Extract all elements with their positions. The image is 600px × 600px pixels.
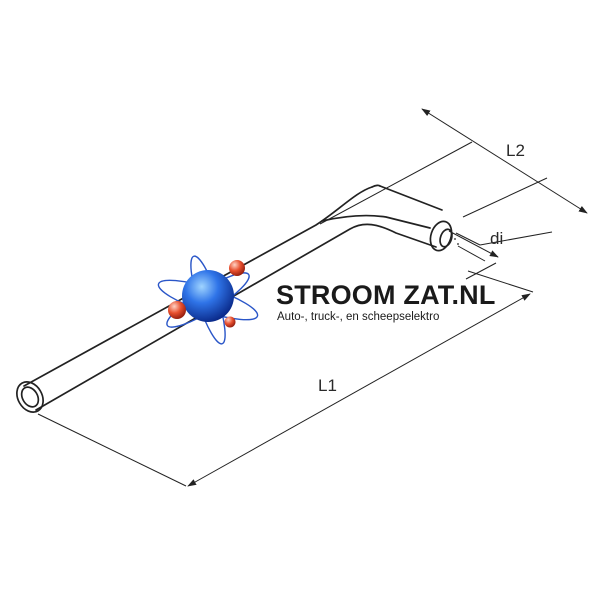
l2-dimension-line <box>421 108 588 214</box>
tube-bend-crest <box>371 184 381 188</box>
di-dimension-line <box>448 230 499 258</box>
atom-globe-logo-icon <box>157 255 259 345</box>
tube-end-near <box>16 381 44 413</box>
tube-outer-edge-top <box>23 186 373 387</box>
dimension-lines <box>37 108 588 487</box>
far-end-center-marks <box>451 233 459 245</box>
watermark-brand: STROOM ZAT.NL <box>276 280 496 310</box>
l1-dimension-line <box>187 293 531 487</box>
watermark-logo: STROOM ZAT.NL Auto-, truck-, en scheepse… <box>157 255 496 345</box>
watermark-tagline: Auto-, truck-, en scheepselektro <box>277 311 439 323</box>
label-l2: L2 <box>506 141 525 160</box>
tube-outer-edge-bottom <box>35 223 437 411</box>
tube-end-far <box>429 220 453 252</box>
tube-short-leg-top-edge <box>379 185 443 211</box>
label-di: di <box>490 229 503 248</box>
label-l1: L1 <box>318 376 337 395</box>
